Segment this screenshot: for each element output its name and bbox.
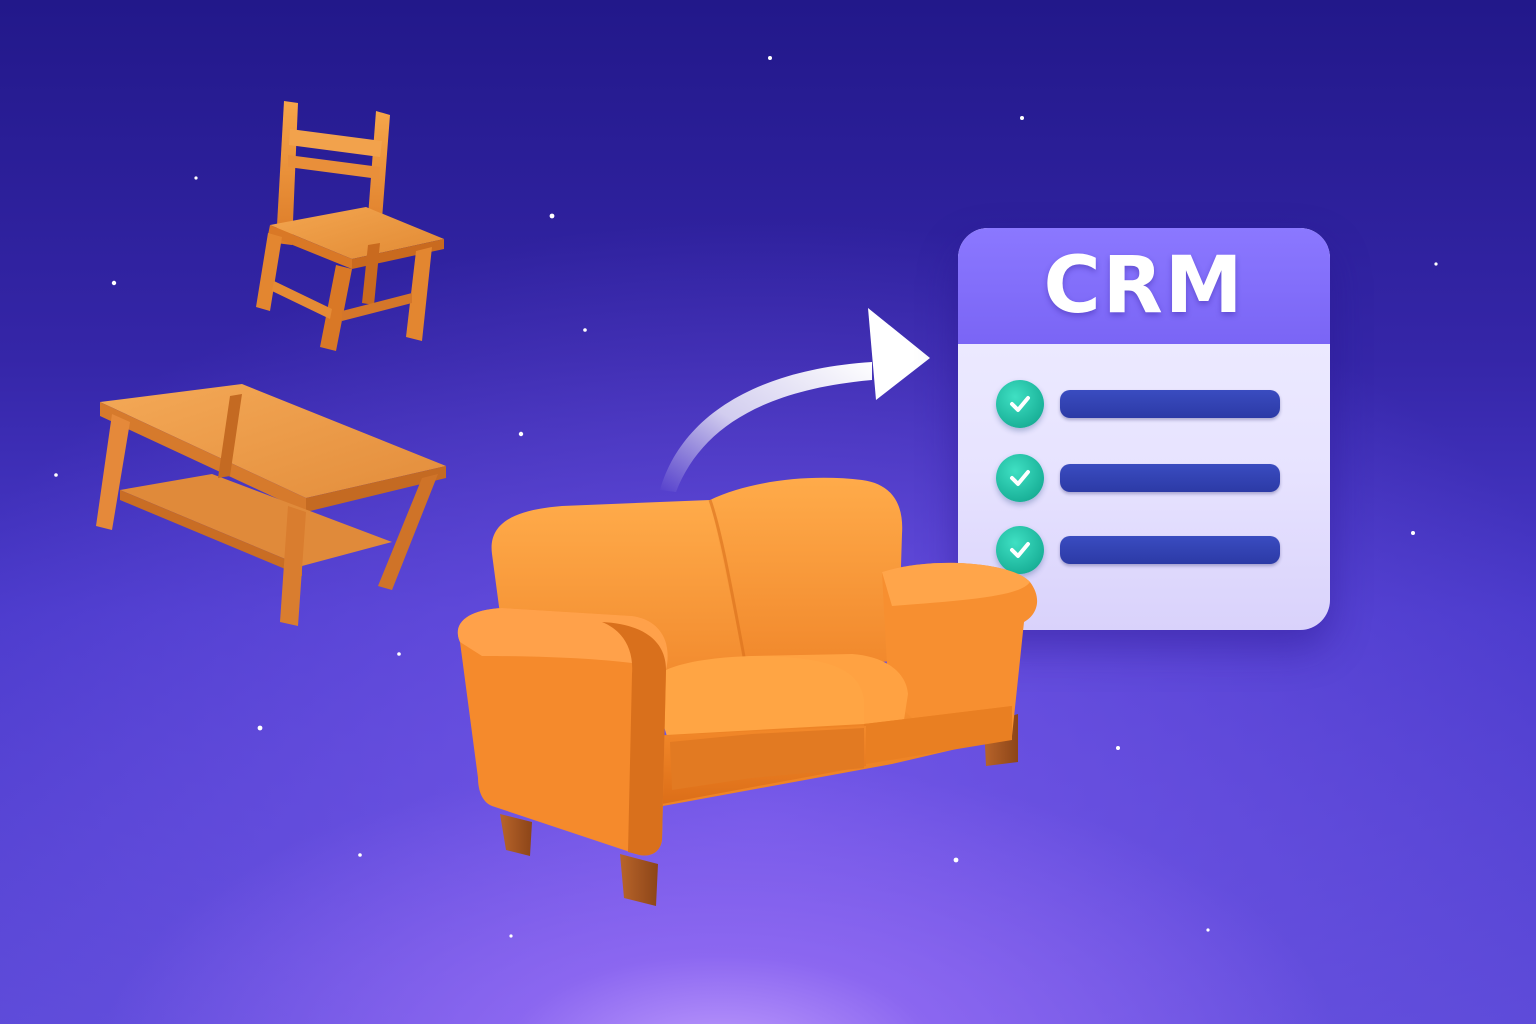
- sofa-icon: [457, 477, 1038, 906]
- check-icon: [996, 454, 1044, 502]
- arrow-icon: [660, 308, 930, 492]
- star: [257, 725, 263, 731]
- crm-title: CRM: [1043, 241, 1245, 331]
- crm-checklist-row: [996, 380, 1296, 428]
- star: [1206, 928, 1210, 932]
- star: [583, 328, 587, 332]
- star: [768, 56, 772, 60]
- check-icon: [996, 380, 1044, 428]
- star: [518, 431, 524, 437]
- star: [194, 176, 198, 180]
- star: [54, 473, 58, 477]
- crm-line-placeholder: [1060, 464, 1280, 492]
- star: [1020, 116, 1024, 120]
- crm-checklist-row: [996, 454, 1296, 502]
- check-icon: [996, 526, 1044, 574]
- star: [1434, 262, 1438, 266]
- crm-line-placeholder: [1060, 536, 1280, 564]
- crm-card-header: CRM: [958, 228, 1330, 344]
- star: [953, 857, 959, 863]
- crm-card: CRM: [958, 228, 1330, 630]
- star: [358, 853, 362, 857]
- coffee-table-icon: [96, 384, 446, 626]
- chair-icon: [256, 101, 444, 351]
- star: [549, 213, 555, 219]
- star: [1411, 531, 1415, 535]
- star: [111, 280, 117, 286]
- star: [397, 652, 401, 656]
- star: [509, 934, 513, 938]
- star: [1116, 746, 1120, 750]
- crm-checklist-row: [996, 526, 1296, 574]
- crm-line-placeholder: [1060, 390, 1280, 418]
